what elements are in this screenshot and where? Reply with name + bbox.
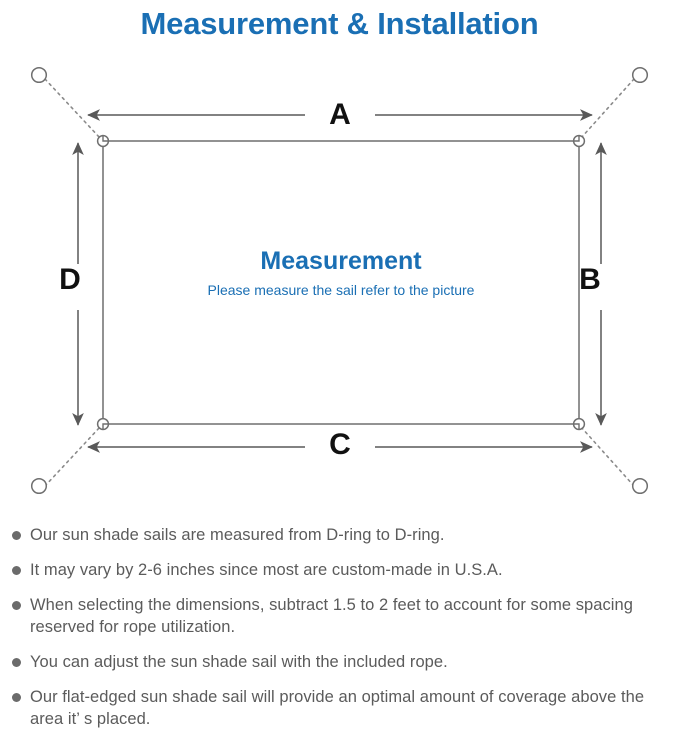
anchor-point-bottom-left — [30, 477, 48, 495]
tether-top-right — [580, 78, 635, 139]
note-text: When selecting the dimensions, subtract … — [30, 596, 633, 636]
bullet-icon — [12, 693, 21, 702]
d-ring-fillet-bottom-left — [102, 423, 110, 431]
sail-body — [102, 140, 580, 425]
list-item: You can adjust the sun shade sail with t… — [0, 651, 679, 673]
tether-bottom-right — [580, 426, 635, 487]
tether-bottom-left — [44, 426, 101, 487]
note-text: Our flat-edged sun shade sail will provi… — [30, 688, 645, 728]
bullet-icon — [12, 601, 21, 610]
sail-heading: Measurement — [260, 247, 422, 275]
notes-list: Our sun shade sails are measured from D-… — [0, 524, 679, 743]
tether-top-left — [44, 78, 101, 139]
anchor-points — [30, 66, 649, 495]
note-text: It may vary by 2-6 inches since most are… — [30, 561, 503, 579]
dimension-label-b: B — [579, 263, 601, 296]
diagram-svg — [30, 66, 649, 495]
anchor-tethers — [44, 78, 635, 487]
note-text: You can adjust the sun shade sail with t… — [30, 653, 448, 671]
dimension-label-c: C — [329, 428, 351, 461]
anchor-point-top-left — [30, 66, 48, 84]
sun-shade-sail-measurement-diagram: Measurement Please measure the sail refe… — [0, 52, 679, 512]
dimension-label-d: D — [59, 263, 81, 296]
note-text: Our sun shade sails are measured from D-… — [30, 526, 445, 544]
bullet-icon — [12, 658, 21, 667]
page-title: Measurement & Installation — [140, 6, 539, 41]
d-ring-fillet-top-left — [102, 134, 110, 142]
d-ring-fillets — [102, 134, 580, 431]
list-item: It may vary by 2-6 inches since most are… — [0, 559, 679, 581]
dimension-label-a: A — [329, 98, 351, 131]
sail-subheading: Please measure the sail refer to the pic… — [207, 282, 475, 298]
list-item: When selecting the dimensions, subtract … — [0, 594, 679, 638]
bullet-icon — [12, 531, 21, 540]
bullet-icon — [12, 566, 21, 575]
anchor-point-bottom-right — [631, 477, 649, 495]
d-ring-fillet-top-right — [572, 134, 580, 142]
d-ring-fillet-bottom-right — [572, 423, 580, 431]
anchor-point-top-right — [631, 66, 649, 84]
list-item: Our flat-edged sun shade sail will provi… — [0, 686, 679, 730]
list-item: Our sun shade sails are measured from D-… — [0, 524, 679, 546]
